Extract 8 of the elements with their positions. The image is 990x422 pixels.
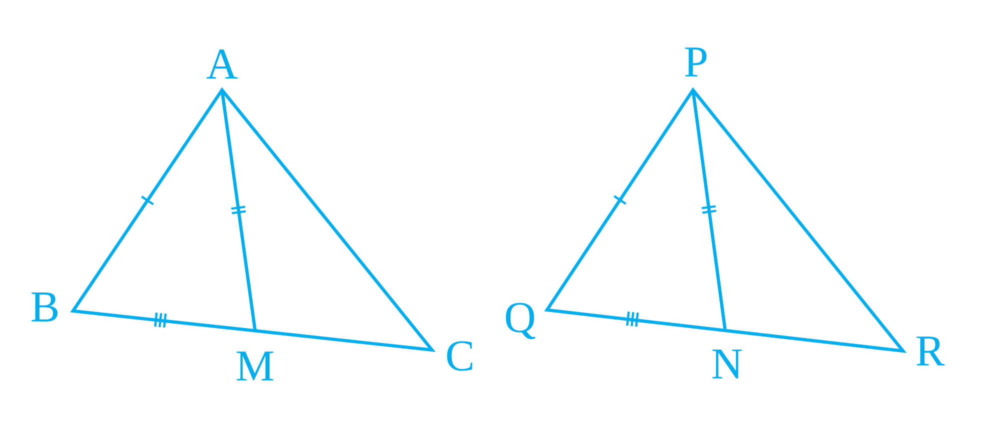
vertex-label: R	[916, 336, 945, 366]
vertex-label: B	[32, 292, 58, 322]
vertex-label: A	[206, 49, 238, 79]
vertex-label: M	[236, 352, 274, 380]
vertex-label: Q	[506, 302, 536, 340]
vertex-label: P	[685, 48, 706, 76]
vertex-label: N	[712, 350, 742, 378]
vertex-label: C	[447, 341, 472, 371]
